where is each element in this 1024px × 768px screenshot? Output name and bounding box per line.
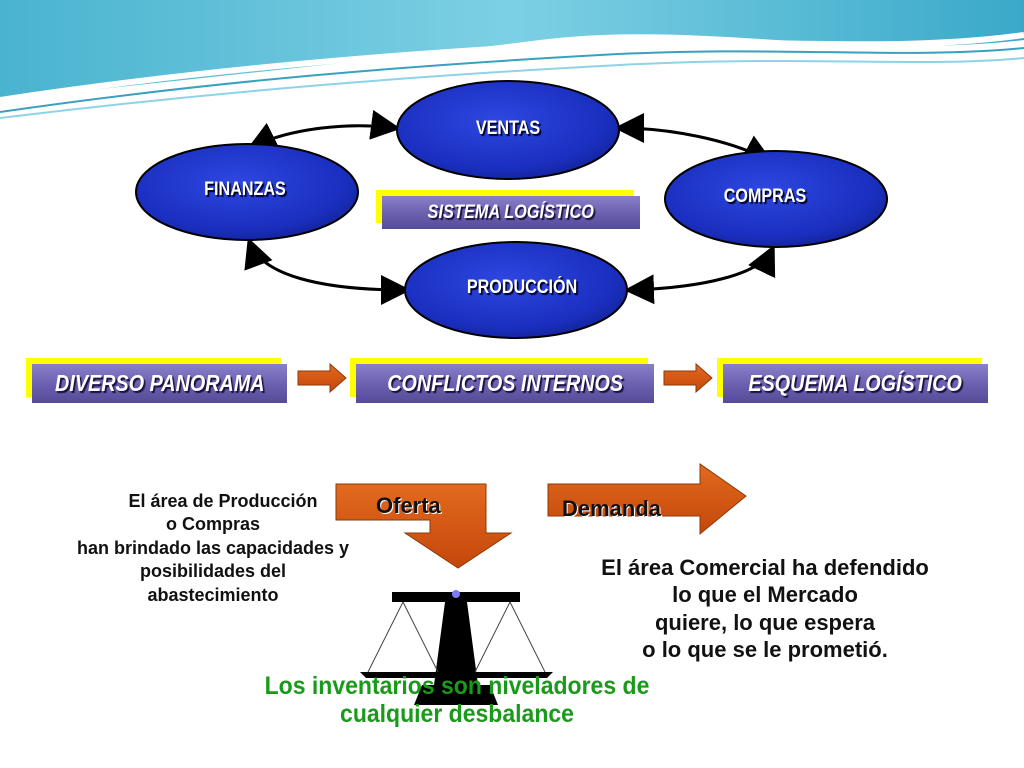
right-text-line: o lo que se le prometió.	[642, 636, 888, 662]
right-text-line: lo que el Mercado	[672, 582, 858, 608]
diverso-panorama-label: DIVERSO PANORAMA	[54, 370, 265, 396]
flow-arrow-2	[663, 362, 713, 394]
compras-node	[664, 150, 888, 248]
left-text-line: han brindado las capacidades y	[76, 537, 350, 558]
left-text: El área de Producción o Compras han brin…	[30, 490, 396, 607]
diverso-panorama-box: DIVERSO PANORAMA	[32, 364, 287, 403]
produccion-label: PRODUCCIÓN	[466, 277, 578, 298]
arc-finanzas-ventas	[246, 109, 401, 150]
compras-label: COMPRAS	[723, 186, 807, 207]
esquema-logistico-box: ESQUEMA LOGÍSTICO	[723, 364, 988, 403]
conflictos-internos-label: CONFLICTOS INTERNOS	[387, 370, 623, 396]
demanda-arrow	[547, 463, 747, 536]
right-text-line: El área Comercial ha defendido	[601, 555, 929, 580]
esquema-logistico-label: ESQUEMA LOGÍSTICO	[748, 370, 963, 396]
produccion-node	[404, 241, 628, 339]
left-text-line: abastecimiento	[147, 584, 279, 605]
left-text-line: o Compras	[165, 514, 261, 535]
oferta-arrow	[335, 483, 513, 569]
flow-arrow-1	[297, 362, 347, 394]
bottom-note-line: cualquier desbalance	[340, 699, 574, 728]
left-text-line: posibilidades del	[139, 561, 287, 582]
oferta-label: Oferta	[376, 493, 441, 518]
right-text: El área Comercial ha defendido lo que el…	[560, 554, 970, 663]
ventas-node	[396, 80, 620, 180]
right-text-line: quiere, lo que espera	[654, 609, 876, 635]
finanzas-node	[135, 143, 359, 241]
sistema-logistico-box: SISTEMA LOGÍSTICO	[382, 196, 640, 229]
bottom-note-line: Los inventarios son niveladores de	[264, 672, 650, 700]
bottom-note: Los inventarios son niveladores de cualq…	[241, 672, 673, 728]
balance-scale-icon	[360, 590, 553, 705]
ventas-label: VENTAS	[475, 118, 541, 139]
arc-compras-produccion	[624, 244, 776, 305]
left-text-line: El área de Producción	[128, 491, 318, 511]
wave-header	[0, 0, 1024, 119]
demanda-label: Demanda	[562, 496, 662, 521]
arc-finanzas-produccion	[244, 237, 411, 305]
sistema-logistico-label: SISTEMA LOGÍSTICO	[427, 202, 595, 223]
conflictos-internos-box: CONFLICTOS INTERNOS	[356, 364, 654, 403]
finanzas-label: FINANZAS	[204, 179, 286, 200]
